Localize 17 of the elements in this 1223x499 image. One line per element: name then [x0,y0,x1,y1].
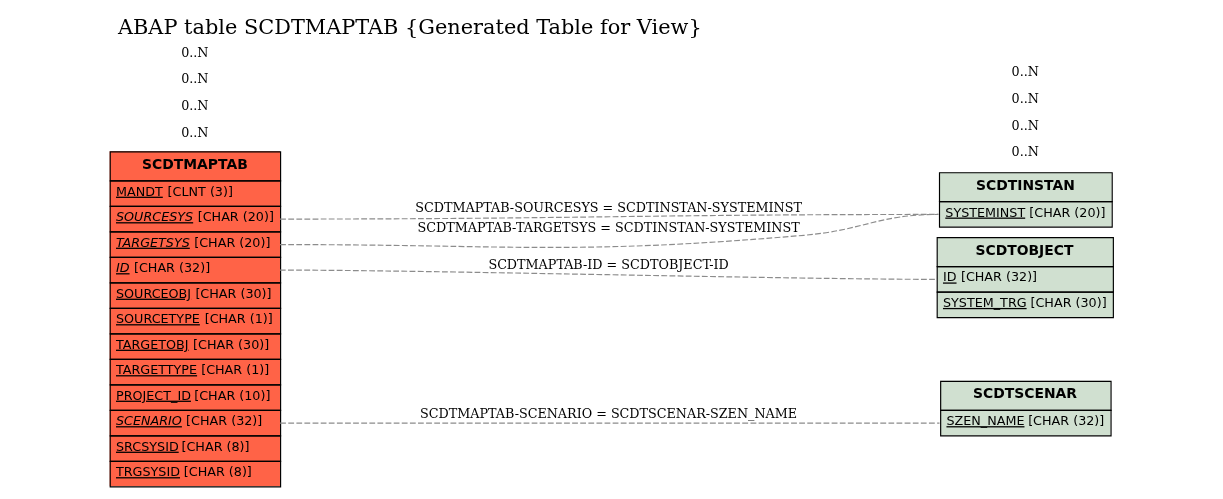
label: 0..N [181,71,209,87]
edge-label: SCDTMAPTAB-ID = SCDTOBJECT-ID [488,256,729,272]
label: 0..N [181,124,209,140]
connector [279,422,941,424]
edge-label: SCDTMAPTAB-TARGETSYS = SCDTINSTAN-SYSTEMINST [417,219,800,235]
label: 0..N [181,97,209,113]
label: 0..N [1011,144,1039,160]
connector [279,213,939,248]
edge-label: SCDTMAPTAB-SOURCESYS = SCDTINSTAN-SYSTEMINST [415,199,802,215]
label: 0..N [181,44,209,60]
connector [279,269,938,280]
edge-label: SCDTMAPTAB-SCENARIO = SCDTSCENAR-SZEN_NAME [420,406,798,422]
label: 0..N [1011,64,1039,80]
label: 0..N [1011,117,1039,133]
label: 0..N [1011,90,1039,106]
diagram-title: ABAP table SCDTMAPTAB {Generated Table for View} [117,15,702,40]
connector [279,213,939,220]
